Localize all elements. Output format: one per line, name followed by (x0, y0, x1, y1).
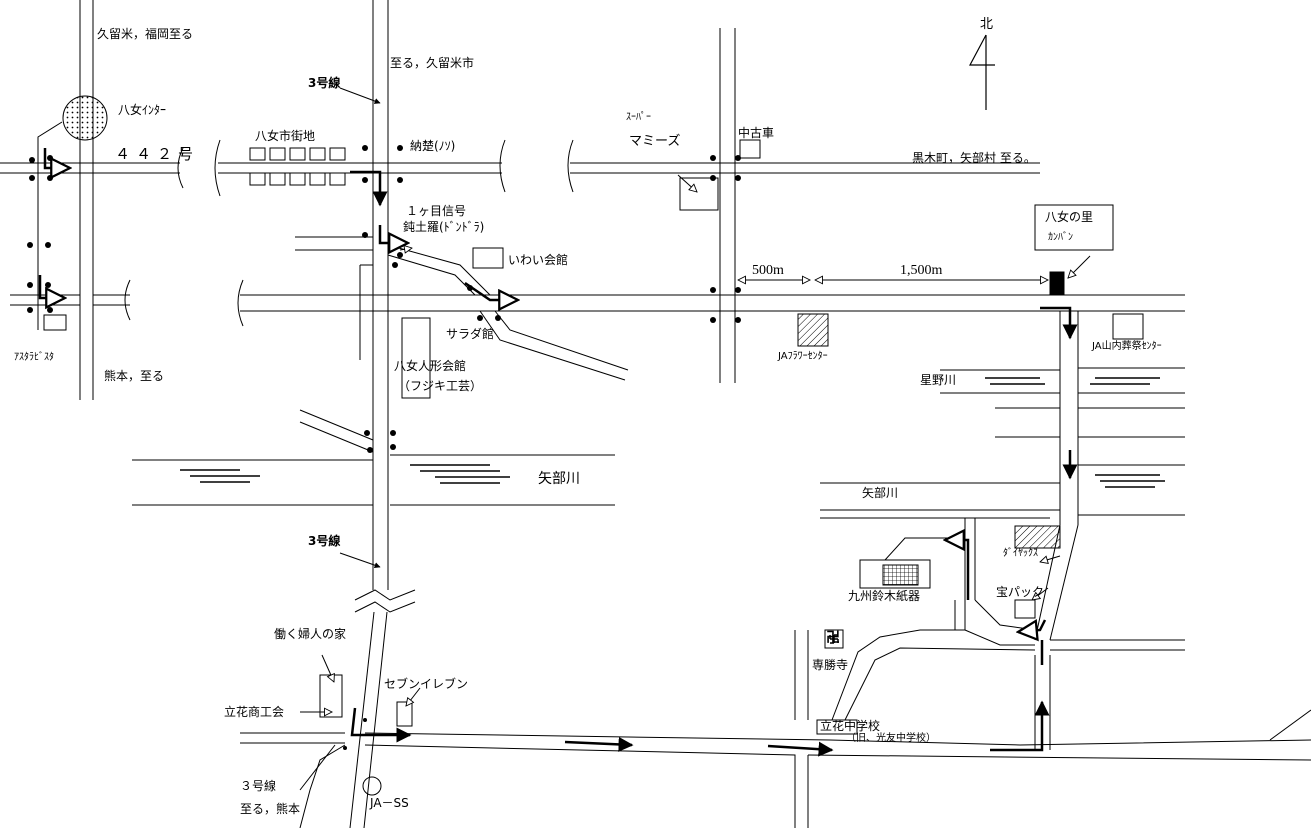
north-arrow (969, 34, 995, 110)
dest-kurume-city: 至る，久留米市 (390, 56, 475, 70)
used-car-label: 中古車 (738, 126, 775, 140)
ja-yamauchi-label: JA山内葬祭ｾﾝﾀｰ (1092, 341, 1162, 352)
dest-kuroki-yabe: 黒木町，矢部村 至る。 (912, 151, 1036, 165)
women-house-label: 働く婦人の家 (274, 627, 347, 641)
iwai-label: いわい会館 (508, 253, 569, 267)
yame-ic-label: 八女ｲﾝﾀｰ (118, 103, 167, 117)
manji-symbol (829, 634, 839, 644)
rivers (132, 367, 1185, 516)
yame-ic-symbol (62, 95, 108, 141)
school-old-label: （旧、光友中学校） (846, 733, 936, 744)
dest-kurume-fukuoka: 久留米，福岡至る (97, 27, 194, 41)
route-3-label-mid: 3号線 (308, 534, 341, 548)
asutara-label: ｱｽﾀﾗﾋﾞｽﾀ (14, 352, 54, 363)
temple-symbol (824, 629, 844, 649)
shingo-label: １ヶ目信号 (406, 204, 467, 218)
school-label: 立花中学校 (820, 719, 881, 733)
signal-markers (27, 145, 741, 750)
fujiki-label: （フジキ工芸） (398, 379, 483, 393)
ja-ss-label: JA－SS (370, 796, 409, 810)
north-label: 北 (980, 17, 994, 32)
manji-glyph: 卍 (826, 630, 840, 646)
shokokai-label: 立花商工会 (224, 705, 285, 719)
noso-label: 納楚(ﾉｿ) (410, 139, 456, 153)
distance-500m: 500m (752, 263, 784, 278)
yabe-river-right-label: 矢部川 (862, 486, 899, 500)
yame-city-label: 八女市街地 (255, 129, 316, 143)
yabe-river-center-label: 矢部川 (538, 471, 580, 487)
saraya-label: サラダ館 (446, 327, 495, 341)
route-442-label: ４４２号 (115, 145, 200, 163)
mammies-label: マミーズ (629, 134, 681, 149)
takara-label: 宝パック (996, 585, 1045, 599)
daiyakkusu-label: ﾀﾞｲﾔｯｸｽ (1003, 548, 1038, 559)
suzuki-label: 九州鈴木紙器 (848, 589, 921, 603)
dest-kumamoto-left: 熊本，至る (104, 369, 165, 383)
route-path (38, 148, 1078, 757)
ja-flower-label: JAﾌﾗﾜｰｾﾝﾀｰ (778, 351, 828, 362)
hoshino-river-label: 星野川 (920, 373, 957, 387)
buildings (43, 95, 1144, 796)
distance-1500m: 1,500m (900, 263, 943, 278)
super-label: ｽｰﾊﾟｰ (626, 112, 651, 123)
yame-sato-label: 八女の里 (1045, 210, 1094, 224)
route-3-label-bottom: ３号線 (240, 779, 277, 793)
dest-kumamoto-bottom: 至る，熊本 (240, 802, 301, 816)
seven-label: セブンイレブン (384, 677, 469, 691)
kanban-label: ｶﾝﾊﾞﾝ (1048, 232, 1073, 243)
shoshoji-label: 専勝寺 (812, 658, 849, 672)
route-3-label-top: 3号線 (308, 76, 341, 90)
pointer-arrows (300, 87, 1091, 712)
doll-hall-label: 八女人形会館 (394, 359, 467, 373)
dondora-label: 鈍土羅(ﾄﾞﾝﾄﾞﾗ) (403, 220, 485, 234)
